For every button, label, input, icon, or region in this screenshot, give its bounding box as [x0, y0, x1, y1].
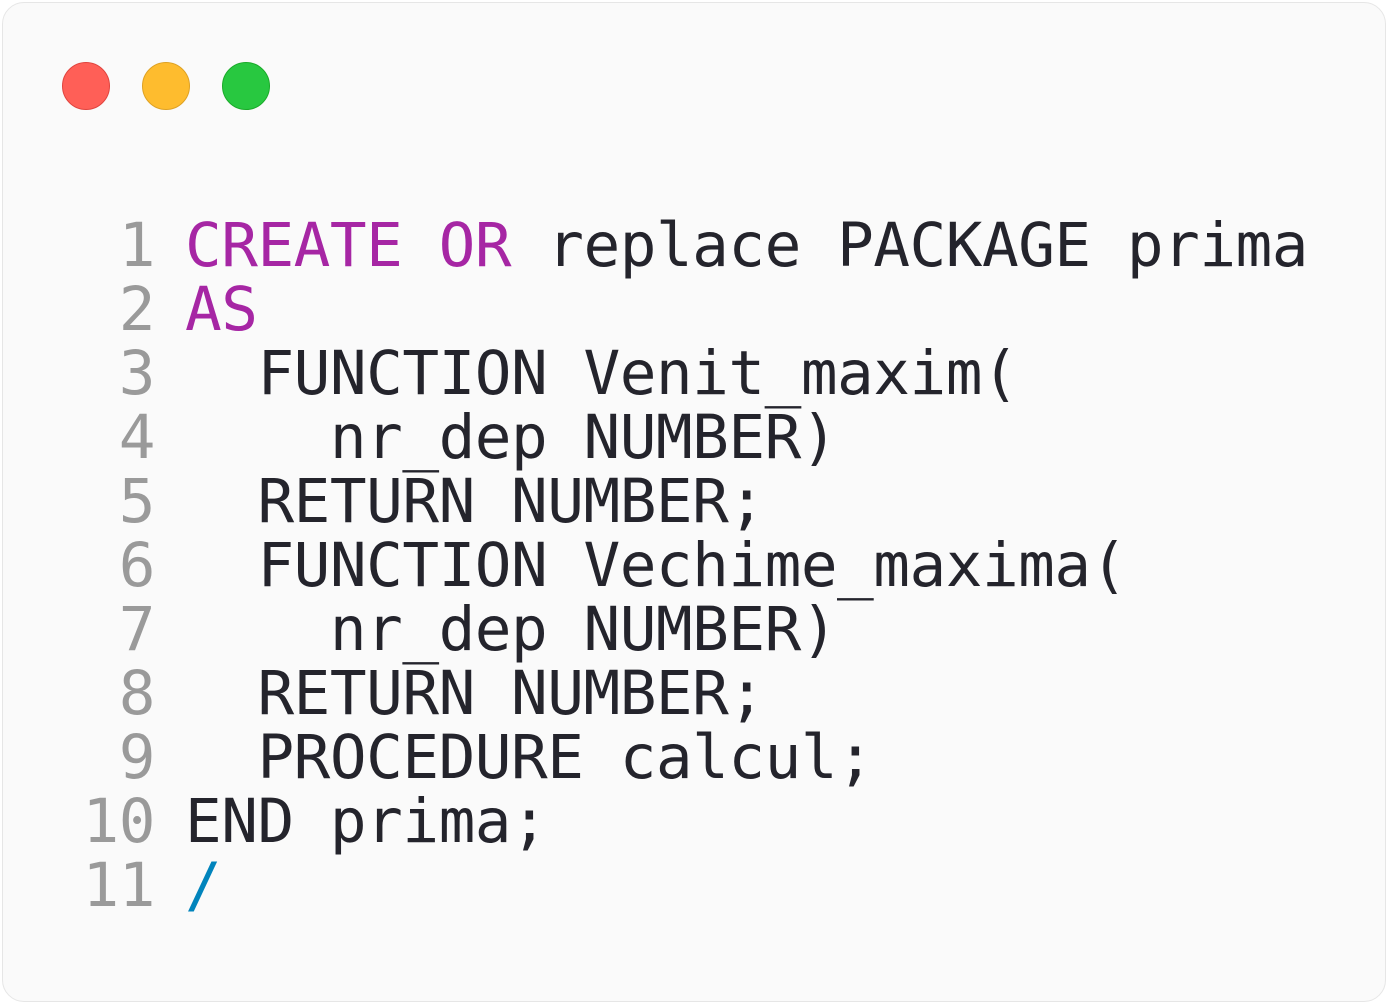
- code-token: PROCEDURE calcul;: [185, 722, 874, 793]
- line-number: 10: [82, 786, 156, 857]
- code-line: 7 nr_dep NUMBER): [3, 598, 1308, 662]
- line-number: 5: [118, 466, 156, 537]
- zoom-window-icon[interactable]: [222, 62, 270, 110]
- code-line: 4 nr_dep NUMBER): [3, 406, 1308, 470]
- operator-token: /: [185, 850, 222, 921]
- line-number: 1: [118, 210, 156, 281]
- code-token: FUNCTION Venit_maxim(: [185, 338, 1019, 409]
- code-line: 9 PROCEDURE calcul;: [3, 726, 1308, 790]
- code-token: END prima;: [185, 786, 548, 857]
- keyword-token: AS: [185, 274, 258, 345]
- code-token: nr_dep NUMBER): [185, 594, 838, 665]
- line-number: 9: [118, 722, 156, 793]
- minimize-window-icon[interactable]: [142, 62, 190, 110]
- code-line: 6 FUNCTION Vechime_maxima(: [3, 534, 1308, 598]
- code-line: 8 RETURN NUMBER;: [3, 662, 1308, 726]
- code-token: [402, 210, 438, 281]
- code-line: 11/: [3, 854, 1308, 918]
- keyword-token: CREATE: [185, 210, 403, 281]
- line-number: 6: [118, 530, 156, 601]
- close-window-icon[interactable]: [62, 62, 110, 110]
- keyword-token: OR: [438, 210, 512, 281]
- line-number: 3: [118, 338, 156, 409]
- line-number: 11: [82, 850, 156, 921]
- code-line: 5 RETURN NUMBER;: [3, 470, 1308, 534]
- line-number: 8: [118, 658, 156, 729]
- code-line: 3 FUNCTION Venit_maxim(: [3, 342, 1308, 406]
- line-number: 2: [118, 274, 156, 345]
- code-token: RETURN NUMBER;: [185, 658, 765, 729]
- line-number: 4: [118, 402, 156, 473]
- line-number: 7: [118, 594, 156, 665]
- code-token: replace PACKAGE prima: [511, 210, 1308, 281]
- code-token: FUNCTION Vechime_maxima(: [185, 530, 1127, 601]
- code-line: 1 CREATE OR replace PACKAGE prima: [3, 210, 1309, 281]
- code-token: RETURN NUMBER;: [185, 466, 765, 537]
- code-token: nr_dep NUMBER): [185, 402, 838, 473]
